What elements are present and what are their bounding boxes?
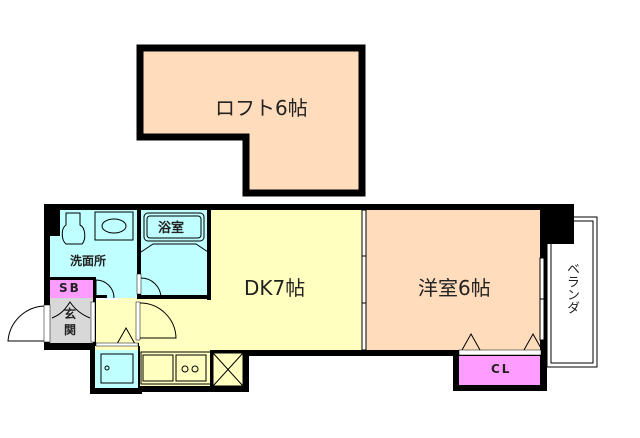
western-room-label: 洋室6帖 — [418, 276, 491, 300]
balcony-label: ベランダ — [564, 262, 579, 314]
shoe-box-label: SB — [59, 281, 81, 295]
loft-label: ロフト6帖 — [215, 96, 308, 120]
dk-label: DK7帖 — [244, 276, 306, 300]
loft-room: ロフト6帖 — [0, 0, 640, 200]
washroom-label: 洗面所 — [70, 254, 107, 268]
entrance-label-line1: 玄 — [64, 307, 77, 321]
bathroom-label: 浴室 — [158, 221, 185, 236]
entrance-label-line2: 関 — [64, 323, 77, 337]
closet-label: CL — [491, 362, 512, 376]
loft-outline — [136, 44, 366, 197]
